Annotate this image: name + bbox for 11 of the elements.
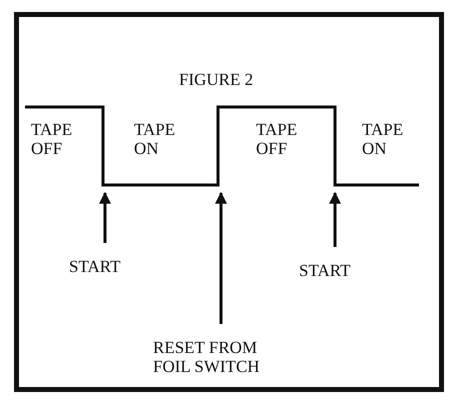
state-label: TAPE ON: [134, 120, 176, 158]
arrow: [215, 192, 227, 324]
arrow: [329, 192, 341, 247]
figure-title: FIGURE 2: [179, 70, 254, 90]
arrow: [99, 192, 111, 243]
state-label: TAPE OFF: [256, 120, 298, 158]
state-label: TAPE OFF: [31, 120, 74, 158]
state-label: TAPE ON: [362, 120, 404, 158]
event-label: RESET FROM FOIL SWITCH: [153, 338, 293, 376]
event-label: START: [299, 261, 379, 280]
event-label: START: [69, 257, 149, 276]
